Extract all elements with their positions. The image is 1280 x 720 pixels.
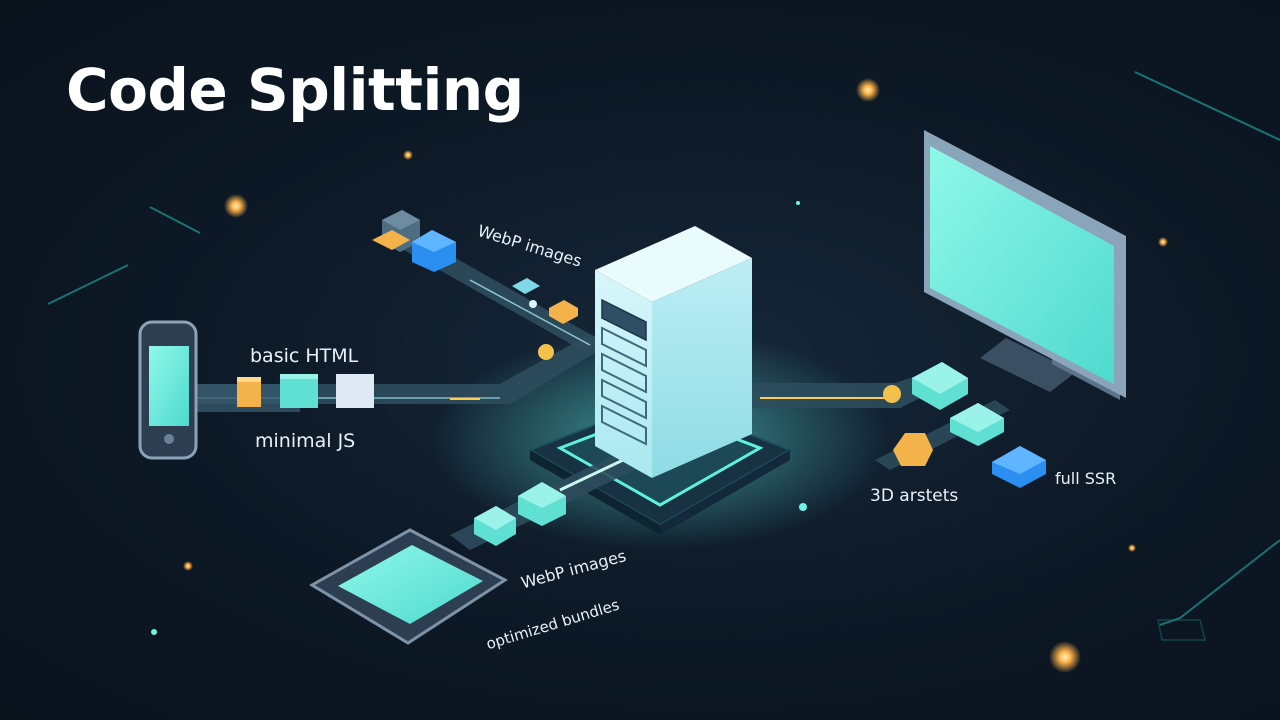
server-icon	[595, 226, 752, 478]
packet-rv	[280, 374, 318, 408]
background-lines	[47, 71, 1280, 641]
packet-tablet-1	[474, 506, 516, 546]
page-title: Code Splitting	[66, 56, 524, 124]
label-minimal-js: minimal JS	[255, 430, 356, 452]
packet-white	[336, 374, 374, 408]
glow-dots	[151, 78, 1168, 673]
packet-desktop-2	[950, 403, 1004, 446]
packet-desktop-1	[912, 362, 968, 410]
packet-full-ssr	[992, 446, 1046, 488]
token-mobile	[538, 344, 554, 360]
label-full-ssr: full SSR	[1055, 469, 1117, 488]
packet-top-yellow	[549, 300, 578, 324]
token-desktop	[883, 385, 901, 403]
packet-top-round	[512, 278, 540, 294]
label-basic-html: basic HTML	[250, 345, 359, 367]
tablet-icon	[309, 528, 508, 645]
packet-3d-assets	[893, 433, 933, 466]
packet-top-blue	[412, 230, 456, 272]
label-3d-assets: 3D arstets	[870, 486, 959, 506]
packet-basic-html	[237, 377, 261, 407]
phone-icon	[138, 320, 198, 460]
packet-tablet-2	[518, 482, 566, 526]
packet-top-orange	[372, 230, 410, 250]
monitor-icon	[924, 130, 1126, 400]
